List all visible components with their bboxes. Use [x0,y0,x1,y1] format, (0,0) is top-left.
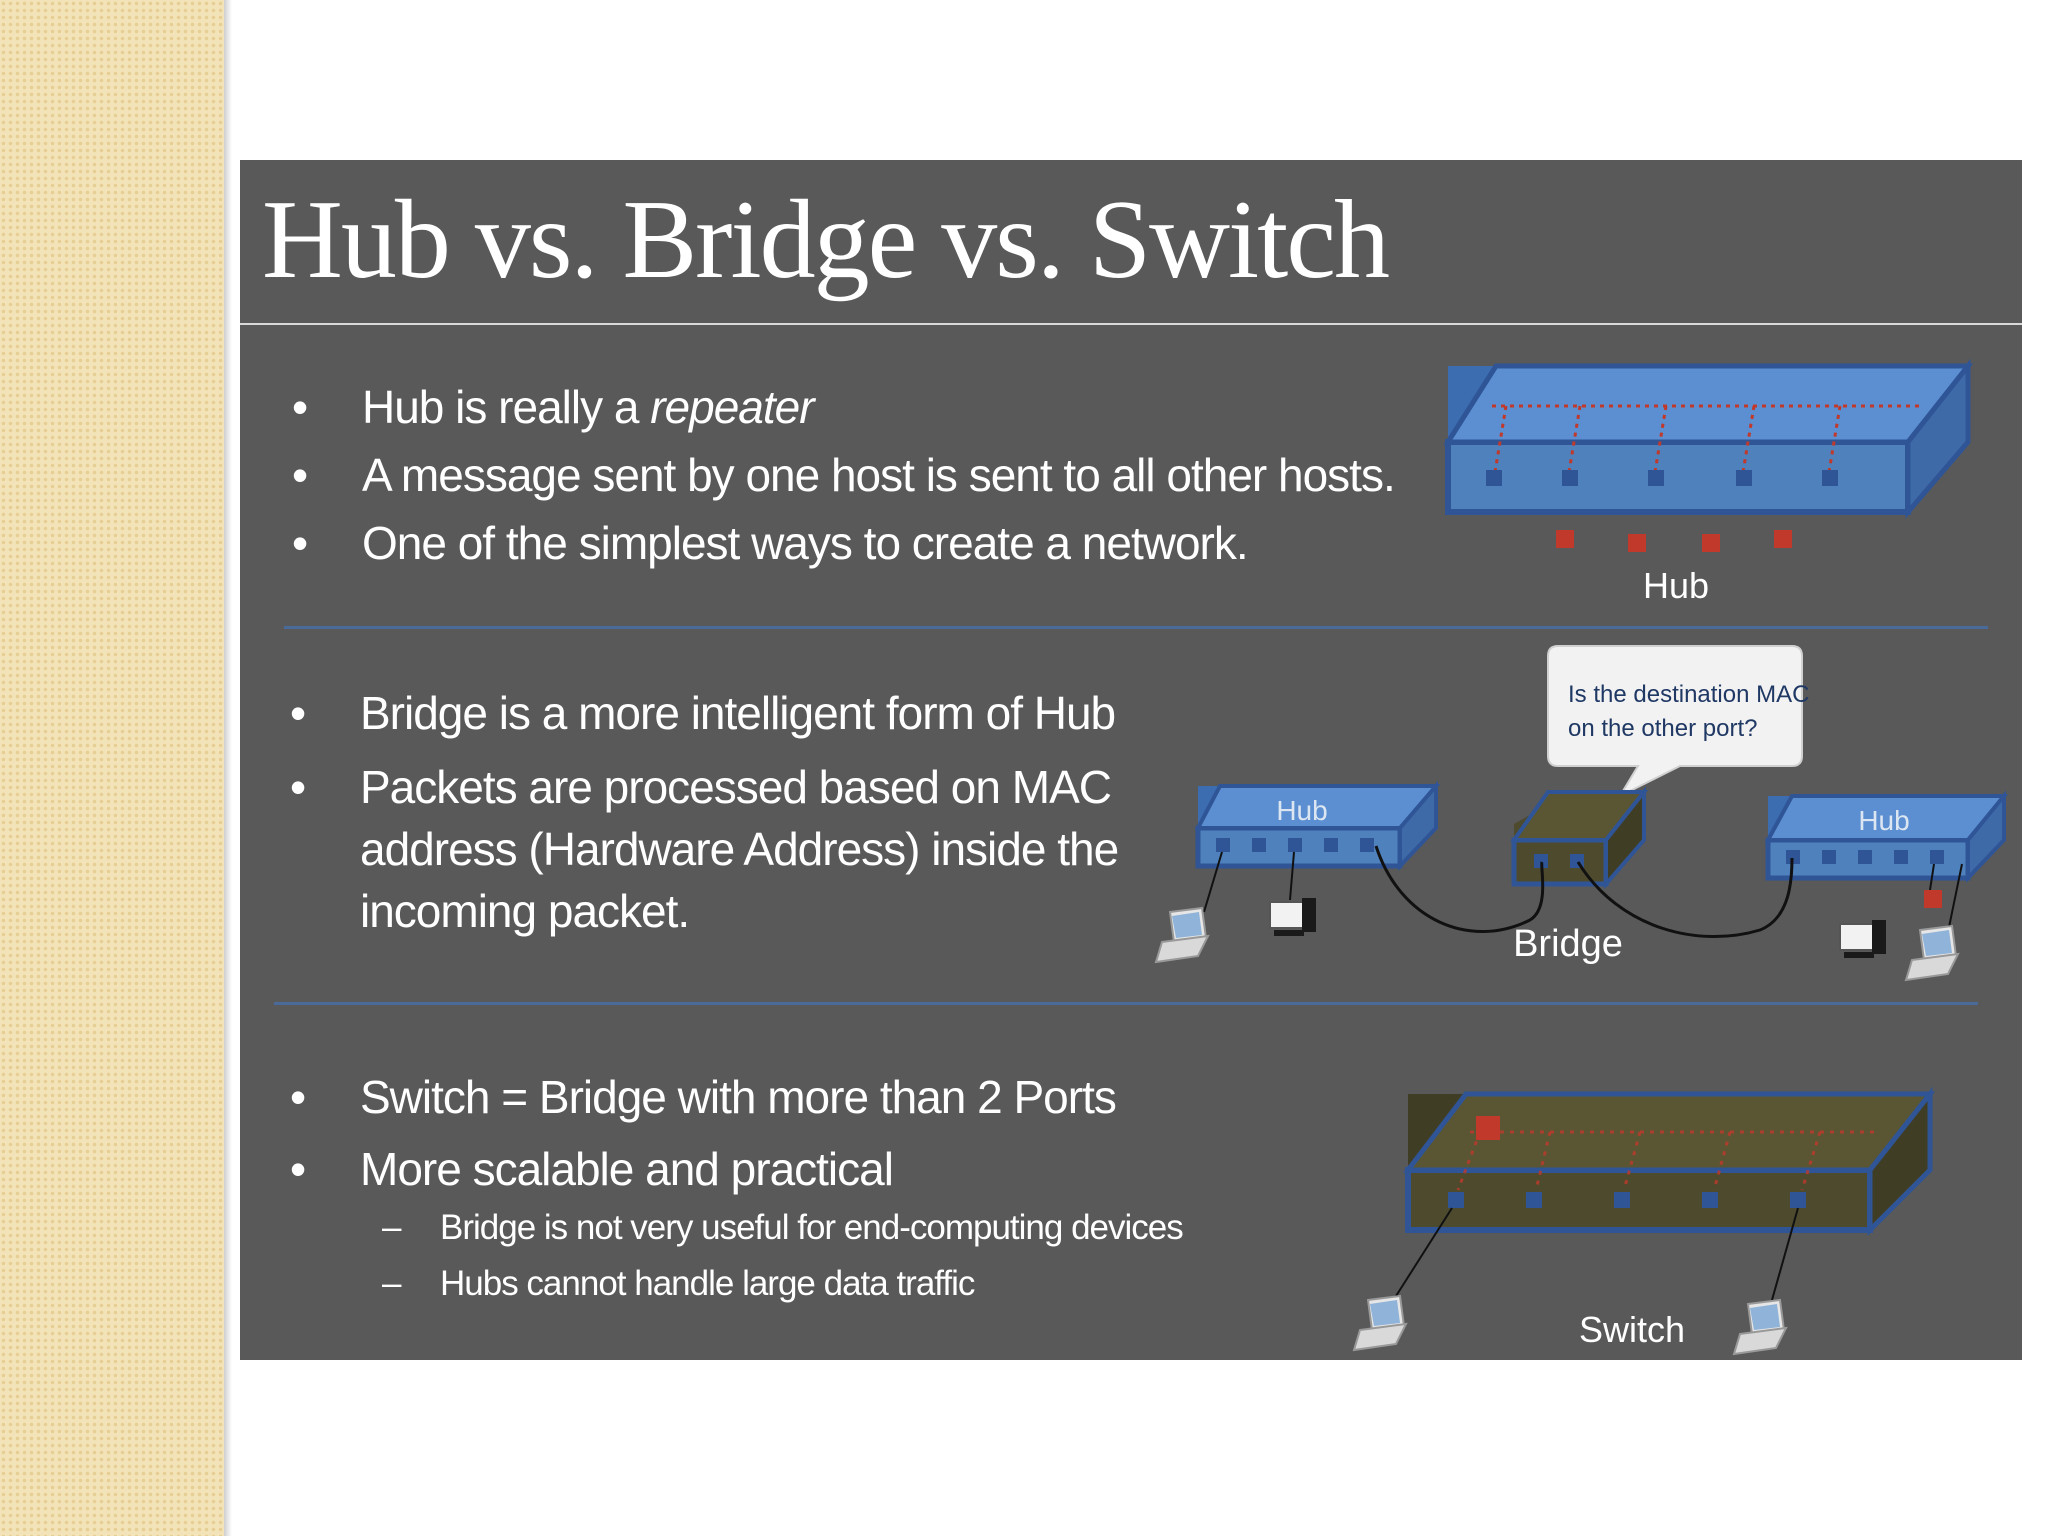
packet-icon [1476,1116,1500,1140]
laptop-icon [1733,1299,1787,1355]
slide: Hub vs. Bridge vs. Switch • Hub is reall… [240,160,2022,1360]
slide-title: Hub vs. Bridge vs. Switch [262,178,1390,302]
bullet-text: Packets are processed based on MAC [360,761,1112,813]
bullet-bridge-continuation: address (Hardware Address) inside the [238,818,1119,880]
desktop-computer-icon [1269,897,1317,937]
bullet-marker: • [290,687,306,739]
cable [1929,863,1935,891]
sub-bullet-marker: – [382,1264,401,1303]
bullet-bridge-intelligent: • Bridge is a more intelligent form of H… [238,682,1118,744]
section-divider-2 [274,1002,1978,1005]
hub-label: Hub [1643,565,1709,606]
bridge-left-hub-label: Hub [1276,795,1327,826]
bridge-bullet-list: • Bridge is a more intelligent form of H… [238,682,1119,942]
switch-device [1402,1086,1936,1237]
bullet-switch-scalable: • More scalable and practical [238,1138,1183,1200]
hub-device [1443,358,1974,519]
bullet-text: incoming packet. [360,885,690,937]
title-divider [240,323,2022,325]
callout-line-2: on the other port? [1568,715,1757,742]
bullet-text: Bridge is a more intelligent form of Hub [360,687,1116,739]
section-divider-1 [284,626,1988,629]
bullet-marker: • [290,1143,306,1195]
laptop-icon [1353,1295,1407,1351]
bullet-marker: • [292,449,308,501]
bullet-text: A message sent by one host is sent to al… [362,449,1396,501]
sub-bullet-marker: – [382,1208,401,1247]
bullet-emphasis: repeater [650,381,814,433]
bullet-bridge-continuation: incoming packet. [238,880,1118,942]
bullet-text: More scalable and practical [360,1143,894,1195]
cable [1947,863,1963,933]
bridge-right-hub-label: Hub [1858,805,1909,836]
switch-label: Switch [1579,1309,1685,1350]
bullet-marker: • [292,381,308,433]
bridge-label: Bridge [1513,923,1623,965]
decorative-side-strip [0,0,224,1536]
bridge-callout [1547,645,1803,799]
bullet-bridge-processed: • Packets are processed based on MAC [238,756,1118,818]
packet-icon [1556,530,1792,552]
packet-icon [1924,890,1942,908]
bullet-text: Switch = Bridge with more than 2 Ports [360,1071,1117,1123]
bullet-marker: • [290,1071,306,1123]
sub-bullet-hubs-traffic: – Hubs cannot handle large data traffic [238,1256,1183,1312]
cable [1203,851,1223,913]
bullet-hub-simplest: • One of the simplest ways to create a n… [240,512,1395,574]
bullet-hub-repeater: • Hub is really a repeater [240,376,1395,438]
sub-bullet-bridge-not-useful: – Bridge is not very useful for end-comp… [238,1200,1184,1256]
laptop-icon [1155,907,1209,963]
network-diagram: Hub Is the destination MAC on the other … [1155,358,2009,1355]
hub-bullet-list: • Hub is really a repeater • A message s… [240,376,1396,574]
desktop-computer-icon [1839,919,1887,959]
bullet-hub-message: • A message sent by one host is sent to … [240,444,1396,506]
cable [1771,1207,1799,1301]
bullet-text: Hub is really a [362,381,651,433]
callout-line-1: Is the destination MAC [1568,681,1809,708]
cable [1289,851,1295,901]
switch-bullet-list: • Switch = Bridge with more than 2 Ports… [238,1066,1184,1312]
laptop-icon [1905,925,1959,981]
bullet-text: One of the simplest ways to create a net… [362,517,1249,569]
bridge-right-hub-device [1764,790,2009,884]
bullet-marker: • [292,517,308,569]
bullet-switch-ports: • Switch = Bridge with more than 2 Ports [238,1066,1183,1128]
side-strip-shadow [224,0,232,1536]
bridge-cable-right [1576,857,1794,938]
bullet-text: address (Hardware Address) inside the [360,823,1119,875]
sub-bullet-text: Hubs cannot handle large data traffic [440,1264,975,1303]
cable [1395,1207,1453,1297]
bullet-marker: • [290,761,306,813]
bridge-device [1510,786,1649,890]
bridge-cable-left [1374,845,1545,934]
sub-bullet-text: Bridge is not very useful for end-comput… [440,1208,1184,1247]
